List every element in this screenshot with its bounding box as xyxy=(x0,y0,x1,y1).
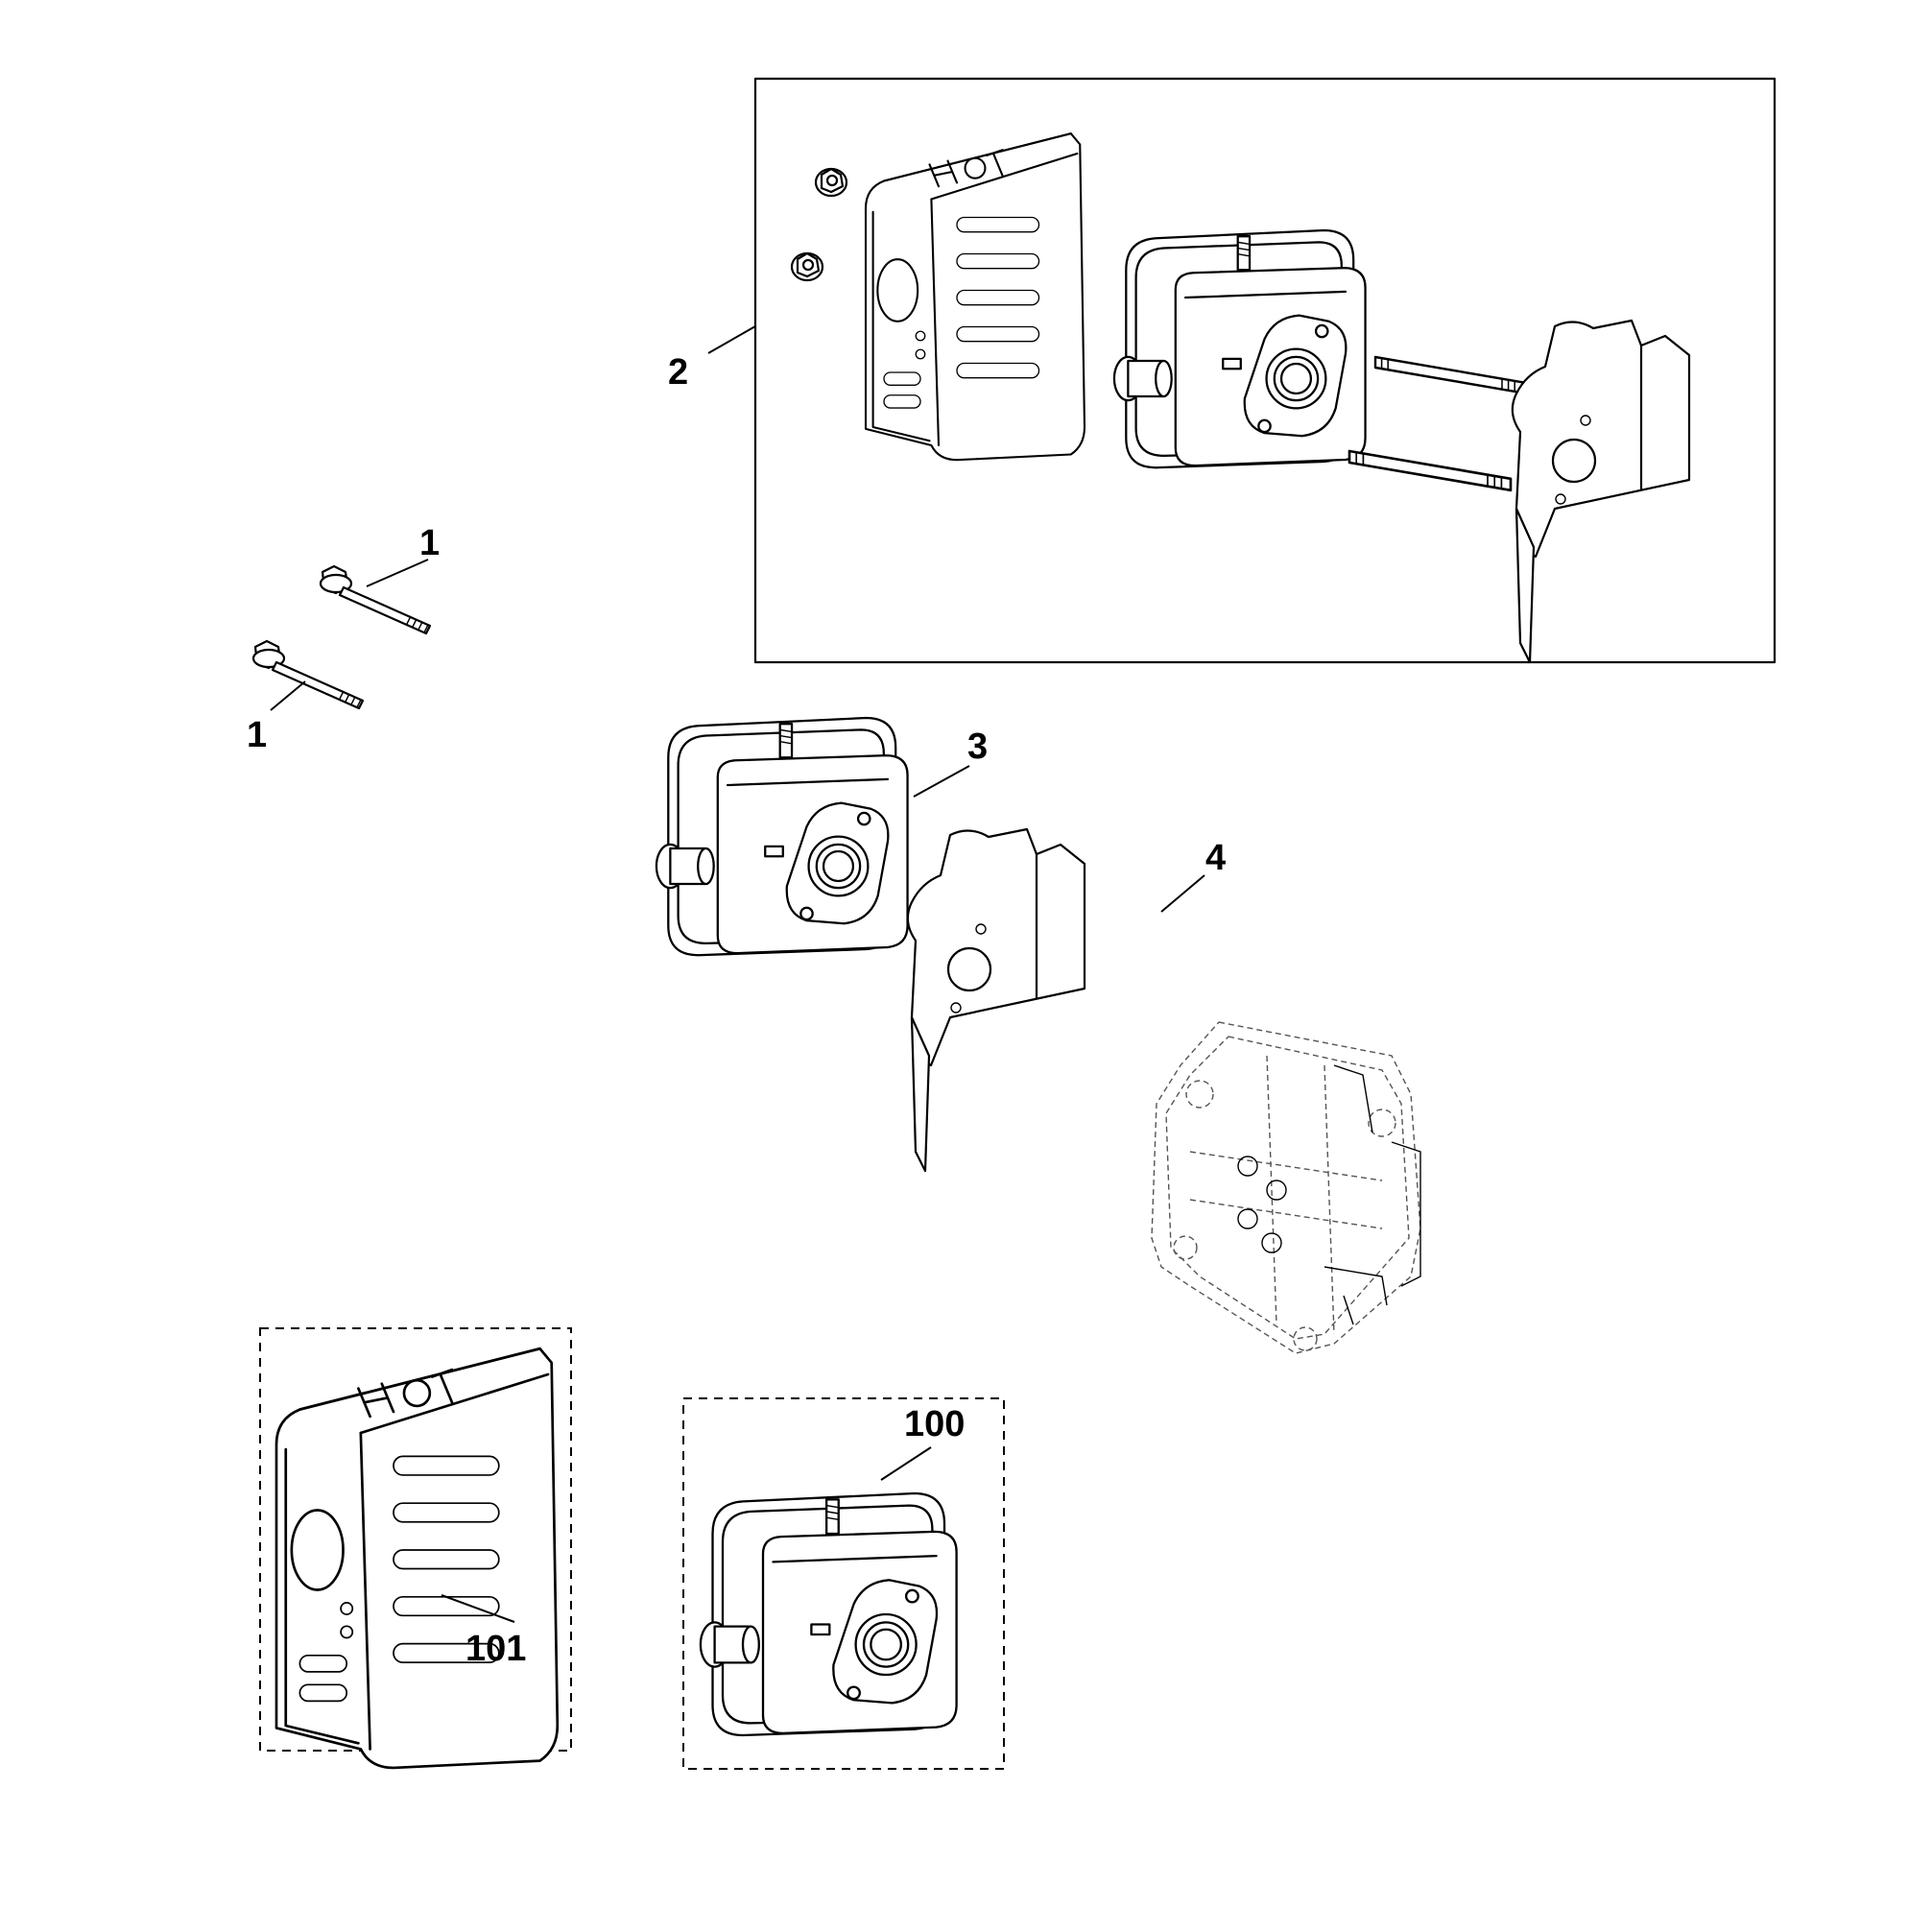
callout-3: 3 xyxy=(967,727,988,767)
kit-stud-bottom-icon xyxy=(1348,449,1513,492)
engine-block-reference-icon xyxy=(1151,1021,1421,1354)
kit-box-outline xyxy=(753,77,1777,664)
kit-heat-shield-icon xyxy=(864,132,1086,462)
callout-1-lower: 1 xyxy=(247,715,267,755)
option-box-101 xyxy=(259,1327,572,1752)
heat-shield-guard-icon xyxy=(274,1347,560,1770)
leader-2 xyxy=(707,325,756,354)
muffler-icon xyxy=(655,716,909,957)
callout-4: 4 xyxy=(1205,838,1226,878)
callout-100: 100 xyxy=(904,1404,965,1444)
leader-100 xyxy=(880,1446,932,1481)
callout-101: 101 xyxy=(465,1629,526,1669)
callout-2: 2 xyxy=(668,352,688,393)
option-box-100 xyxy=(682,1397,1005,1770)
muffler-option-icon xyxy=(699,1491,958,1737)
leader-3 xyxy=(913,765,970,798)
kit-gasket-icon xyxy=(1511,319,1691,664)
leader-1b xyxy=(270,680,306,711)
leader-1a xyxy=(366,559,429,587)
callout-1-upper: 1 xyxy=(419,523,440,563)
flange-bolt-lower-icon xyxy=(251,639,365,710)
kit-muffler-icon xyxy=(1112,228,1367,469)
kit-nut-bottom-icon xyxy=(790,251,824,282)
kit-stud-top-icon xyxy=(1373,355,1525,394)
flange-bolt-upper-icon xyxy=(319,564,432,635)
exhaust-gasket-icon xyxy=(906,827,1086,1173)
kit-nut-top-icon xyxy=(814,167,848,198)
leader-4 xyxy=(1160,874,1205,913)
leader-101 xyxy=(441,1594,515,1623)
